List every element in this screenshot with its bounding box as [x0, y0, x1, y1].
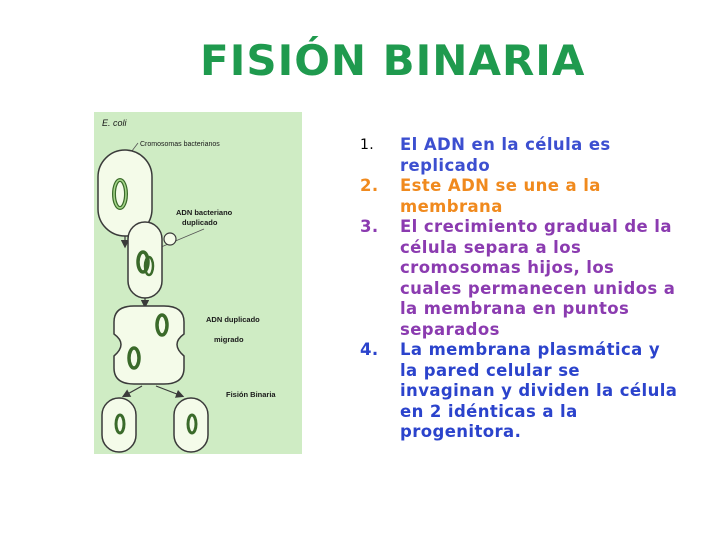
step-number: 3.: [360, 217, 379, 236]
cell-stage-2: [127, 221, 177, 299]
cell-stage-3: [113, 305, 185, 385]
step-text: Este ADN se une a la membrana: [400, 176, 601, 216]
steps-list: 1. El ADN en la célula es replicado 2. E…: [360, 135, 680, 443]
label-chromosomes: Cromosomas bacterianos: [140, 141, 220, 148]
label-species: E. coli: [102, 118, 128, 128]
step-3: 3. El crecimiento gradual de la célula s…: [360, 217, 680, 340]
step-number: 1.: [360, 137, 375, 153]
cell-stage-1: [97, 149, 153, 237]
step-4: 4. La membrana plasmática y la pared cel…: [360, 340, 680, 443]
label-dna-duplicated-1: ADN bacteriano: [176, 208, 233, 217]
label-dna-migrated-1: ADN duplicado: [206, 315, 260, 324]
step-text: La membrana plasmática y la pared celula…: [400, 340, 678, 441]
step-1: 1. El ADN en la célula es replicado: [360, 135, 680, 176]
step-number: 2.: [360, 176, 379, 195]
step-text: El crecimiento gradual de la célula sepa…: [400, 217, 676, 339]
daughter-cell-left: [101, 397, 137, 453]
step-2: 2. Este ADN se une a la membrana: [360, 176, 680, 217]
label-dna-migrated-2: migrado: [214, 335, 244, 344]
binary-fission-diagram: E. coli Cromosomas bacterianos ADN bacte…: [94, 112, 302, 454]
daughter-cell-right: [173, 397, 209, 453]
label-dna-duplicated-2: duplicado: [182, 218, 218, 227]
step-text: El ADN en la célula es replicado: [400, 135, 611, 175]
step-number: 4.: [360, 340, 379, 359]
page-title: FISIÓN BINARIA: [200, 36, 586, 85]
label-binary-fission: Fisión Binaria: [226, 390, 276, 399]
